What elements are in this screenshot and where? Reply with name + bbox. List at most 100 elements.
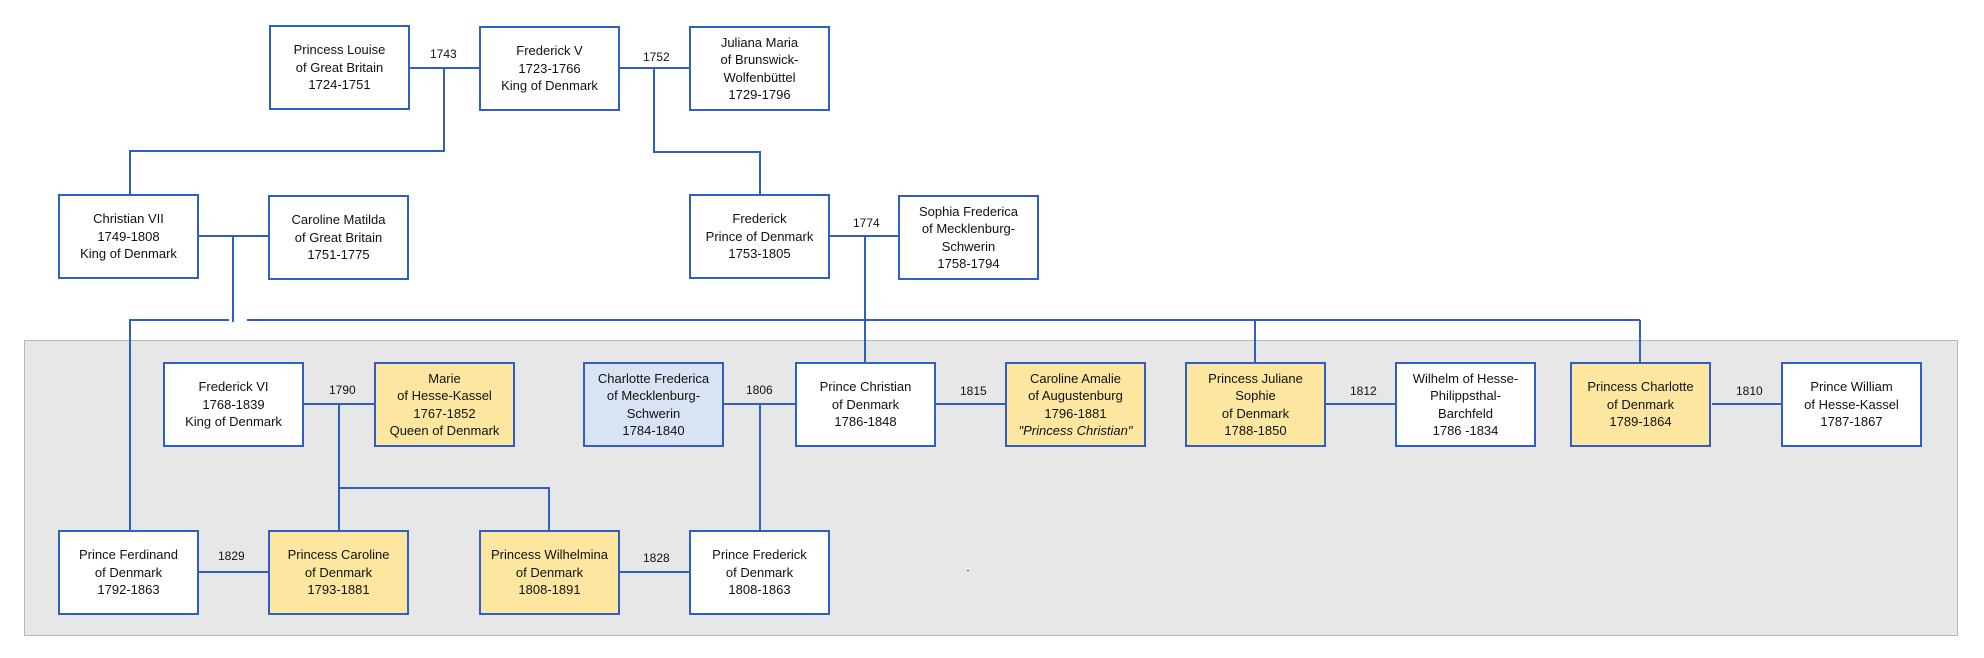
person-wilhelmina: Princess Wilhelmina of Denmark 1808-1891 [479, 530, 620, 615]
person-juliana-maria: Juliana Maria of Brunswick- Wolfenbüttel… [689, 26, 830, 111]
person-dates: 1808-1863 [728, 582, 791, 598]
person-dates: 1796-1881 [1044, 405, 1107, 421]
person-title: King of Denmark [501, 78, 598, 94]
person-dates: 1788-1850 [1224, 423, 1287, 438]
person-title: of Great Britain [295, 59, 384, 75]
person-dates: 1758-1794 [937, 256, 1000, 271]
person-frederick-1808: Prince Frederick of Denmark 1808-1863 [689, 530, 830, 615]
person-title: Schwerin [941, 238, 996, 254]
marriage-year-1815: 1815 [960, 384, 987, 398]
person-name: Frederick [732, 211, 787, 227]
person-name: Princess Louise [293, 42, 386, 58]
marriage-year-1810: 1810 [1736, 384, 1763, 398]
person-name: Princess Juliane [1208, 370, 1303, 386]
person-charlotte-frederica: Charlotte Frederica of Mecklenburg- Schw… [583, 362, 724, 447]
stray-dot [967, 570, 969, 571]
person-name: Princess Caroline [287, 547, 390, 563]
person-name: Caroline Amalie [1029, 370, 1122, 386]
marriage-year-1812: 1812 [1350, 384, 1377, 398]
person-title: of Hesse-Kassel [1804, 396, 1899, 412]
person-name: Prince William [1810, 379, 1893, 395]
person-dates: 1749-1808 [97, 228, 160, 244]
person-dates: 1723-1766 [518, 60, 581, 76]
person-juliane-sophie: Princess Juliane Sophie of Denmark 1788-… [1185, 362, 1326, 447]
marriage-year-1829: 1829 [218, 549, 245, 563]
person-title: Schwerin [626, 405, 681, 421]
person-charlotte: Princess Charlotte of Denmark 1789-1864 [1570, 362, 1711, 447]
person-title: Barchfeld [1438, 405, 1493, 421]
person-title: Queen of Denmark [389, 423, 500, 438]
person-title: of Denmark [515, 564, 584, 580]
person-name: Caroline Matilda [291, 212, 386, 228]
person-name: Juliana Maria [720, 34, 799, 50]
person-name: Charlotte Frederica [597, 370, 710, 386]
person-ferdinand: Prince Ferdinand of Denmark 1792-1863 [58, 530, 199, 615]
person-dates: 1729-1796 [728, 87, 791, 102]
person-caroline: Princess Caroline of Denmark 1793-1881 [268, 530, 409, 615]
person-name: Sophie [1235, 388, 1276, 403]
person-caroline-matilda: Caroline Matilda of Great Britain 1751-1… [268, 195, 409, 280]
person-marie: Marie of Hesse-Kassel 1767-1852 Queen of… [374, 362, 515, 447]
person-sophia-frederica: Sophia Frederica of Mecklenburg- Schweri… [898, 195, 1039, 280]
person-title: of Denmark [94, 564, 163, 580]
person-dates: 1724-1751 [308, 77, 371, 93]
person-dates: 1751-1775 [307, 247, 370, 263]
person-title: Wolfenbüttel [723, 69, 796, 85]
person-frederick-vi: Frederick VI 1768-1839 King of Denmark [163, 362, 304, 447]
person-frederick-prince: Frederick Prince of Denmark 1753-1805 [689, 194, 830, 279]
person-title: of Denmark [725, 564, 794, 580]
person-name: Prince Ferdinand [79, 547, 178, 563]
person-name: Wilhelm of Hesse- [1412, 370, 1519, 386]
person-dates: 1784-1840 [622, 423, 685, 438]
person-title: of Great Britain [294, 229, 383, 245]
person-title: Prince of Denmark [705, 228, 814, 244]
person-name: Sophia Frederica [919, 203, 1018, 219]
marriage-year-1790: 1790 [329, 383, 356, 397]
person-wilhelm: Wilhelm of Hesse- Philippsthal- Barchfel… [1395, 362, 1536, 447]
person-dates: 1808-1891 [518, 582, 581, 598]
person-name: Christian VII [93, 211, 164, 227]
person-christian-vii: Christian VII 1749-1808 King of Denmark [58, 194, 199, 279]
person-title: of Denmark [1221, 405, 1290, 421]
person-nickname: "Princess Christian" [1018, 423, 1133, 438]
person-title: of Denmark [1606, 396, 1675, 412]
marriage-year-1828: 1828 [643, 551, 670, 565]
person-name: Princess Charlotte [1587, 379, 1694, 395]
marriage-year-1752: 1752 [643, 50, 670, 64]
person-title: Philippsthal- [1430, 388, 1501, 403]
person-dates: 1793-1881 [307, 582, 370, 598]
person-name: Prince Christian [819, 379, 912, 395]
person-dates: 1786 -1834 [1432, 423, 1499, 438]
person-dates: 1753-1805 [728, 246, 791, 262]
person-dates: 1787-1867 [1820, 414, 1883, 430]
person-dates: 1786-1848 [834, 414, 897, 430]
person-name: Prince Frederick [712, 547, 807, 563]
person-title: of Denmark [304, 564, 373, 580]
person-title: of Mecklenburg- [921, 221, 1016, 236]
marriage-year-1743: 1743 [430, 47, 457, 61]
person-dates: 1767-1852 [413, 405, 476, 421]
person-title: King of Denmark [185, 414, 282, 430]
person-title: of Augustenburg [1028, 388, 1123, 403]
person-name: Frederick V [516, 43, 583, 59]
person-dates: 1768-1839 [202, 396, 265, 412]
marriage-year-1774: 1774 [853, 216, 880, 230]
person-title: of Mecklenburg- [606, 388, 701, 403]
person-prince-christian: Prince Christian of Denmark 1786-1848 [795, 362, 936, 447]
person-dates: 1789-1864 [1609, 414, 1672, 430]
marriage-year-1806: 1806 [746, 383, 773, 397]
person-name: Princess Wilhelmina [490, 547, 609, 563]
person-william: Prince William of Hesse-Kassel 1787-1867 [1781, 362, 1922, 447]
person-title: of Denmark [831, 396, 900, 412]
person-title: of Hesse-Kassel [397, 388, 492, 403]
person-louise: Princess Louise of Great Britain 1724-17… [269, 25, 410, 110]
person-title: King of Denmark [80, 246, 177, 262]
person-dates: 1792-1863 [97, 582, 160, 598]
person-caroline-amalie: Caroline Amalie of Augustenburg 1796-188… [1005, 362, 1146, 447]
person-name: Frederick VI [198, 379, 269, 395]
person-title: of Brunswick- [720, 52, 799, 67]
person-frederick-v: Frederick V 1723-1766 King of Denmark [479, 26, 620, 111]
person-name: Marie [428, 370, 461, 386]
